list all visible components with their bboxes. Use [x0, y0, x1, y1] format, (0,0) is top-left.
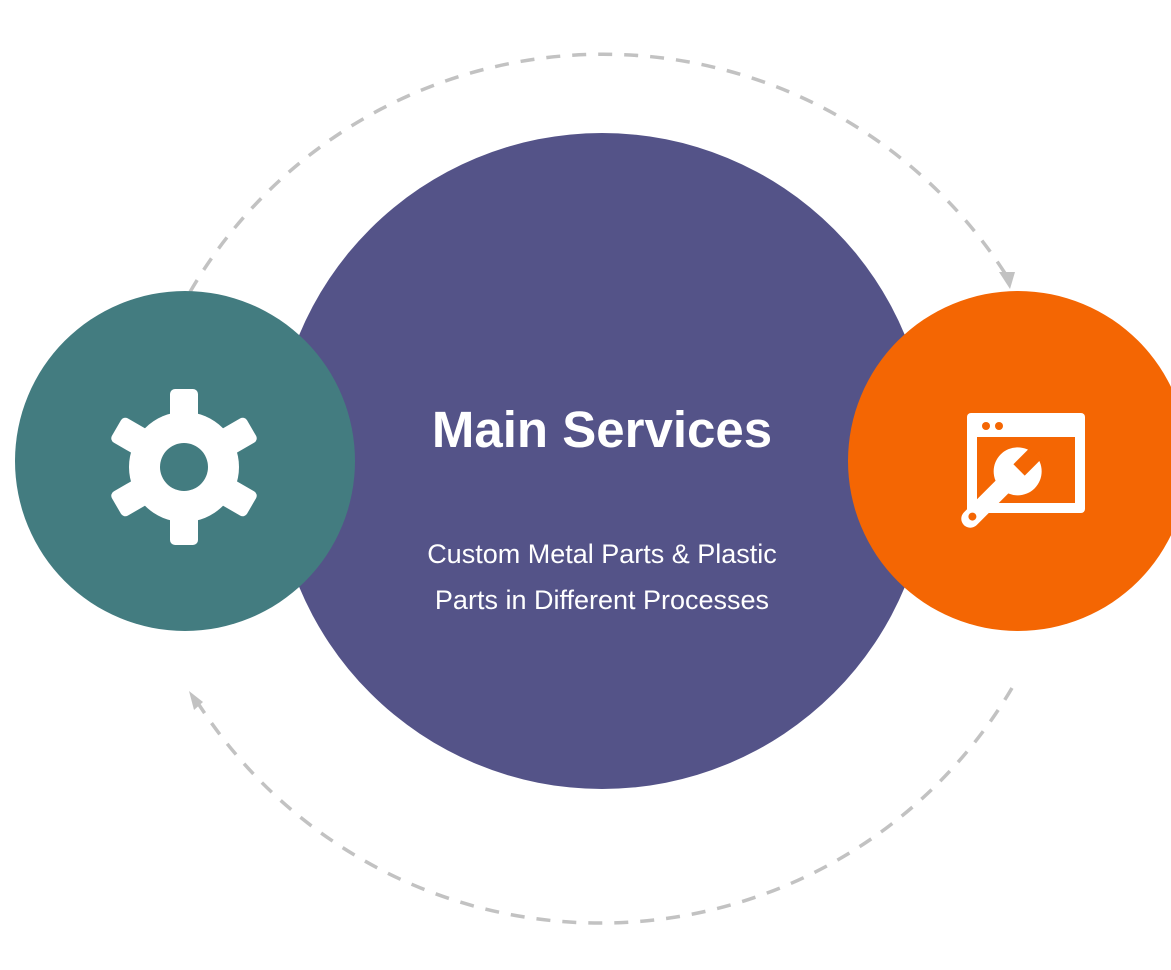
top-arrowhead [999, 272, 1015, 289]
center-subtitle: Custom Metal Parts & Plastic Parts in Di… [352, 531, 852, 623]
center-title: Main Services [431, 401, 773, 458]
browser-wrench-icon [961, 413, 1085, 528]
gear-icon [111, 389, 257, 545]
center-subtitle-line-1: Custom Metal Parts & Plastic [427, 539, 777, 569]
bottom-arrowhead [189, 691, 203, 710]
center-subtitle-line-2: Parts in Different Processes [434, 585, 770, 615]
center-circle [274, 133, 930, 789]
